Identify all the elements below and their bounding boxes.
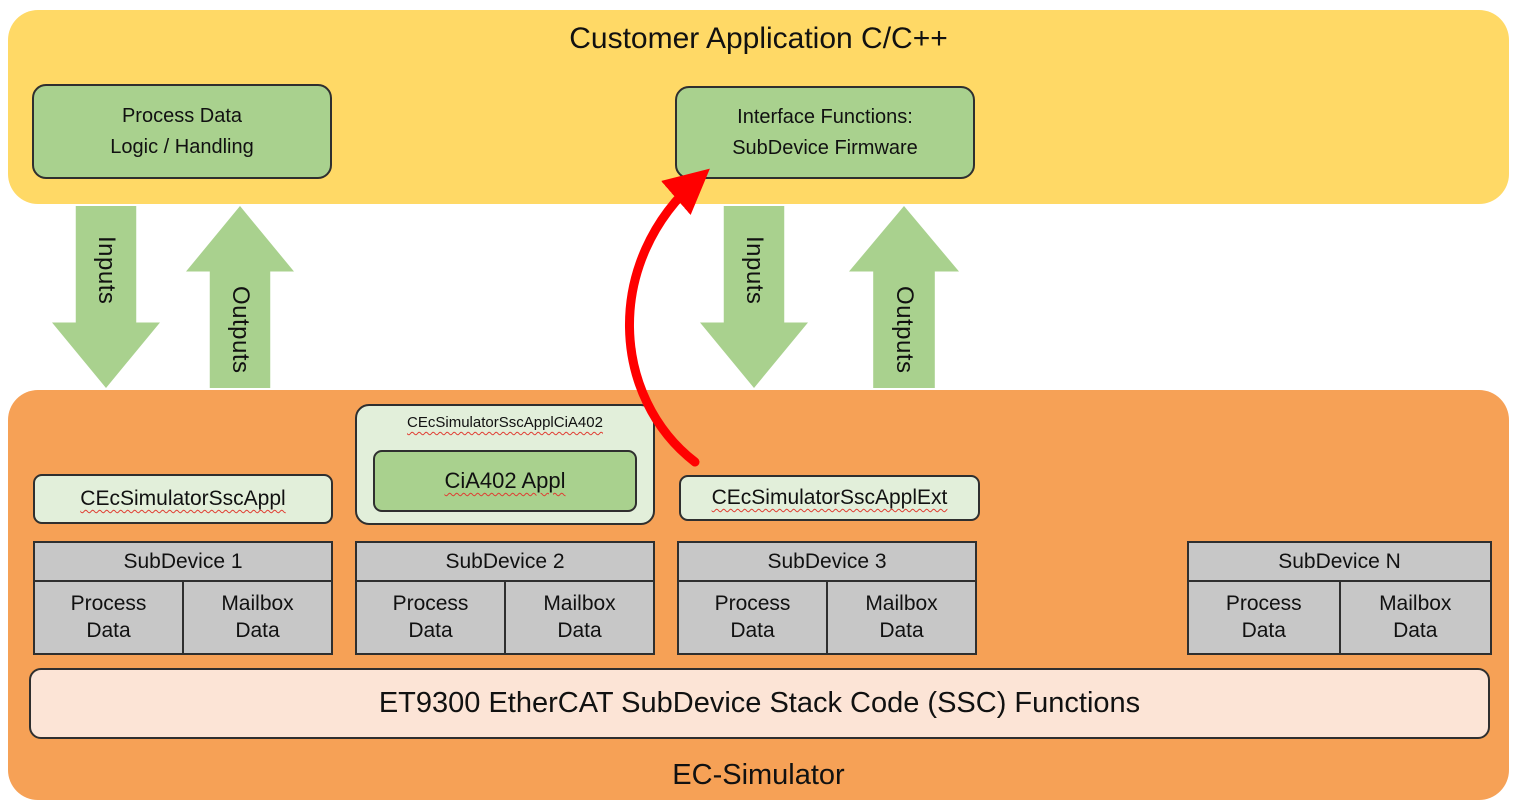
ssc-functions-label: ET9300 EtherCAT SubDevice Stack Code (SS… bbox=[378, 687, 1141, 719]
cecsimulatorsscappl-label: CEcSimulatorSscAppl bbox=[80, 487, 286, 510]
inputs-arrow-left: Inputs bbox=[52, 206, 160, 388]
outputs-arrow-right-label: Outputs bbox=[891, 286, 918, 374]
cia402-container-box: CEcSimulatorSscApplCiA402 CiA402 Appl bbox=[355, 404, 655, 525]
outputs-arrow-left-label: Outputs bbox=[227, 286, 254, 374]
subdevice-n-table: SubDevice N Process Data Mailbox Data bbox=[1187, 541, 1492, 655]
inputs-arrow-right-label: Inputs bbox=[741, 236, 768, 305]
customer-application-layer: Customer Application C/C++ Process Data … bbox=[8, 10, 1509, 204]
subdevice-n-mailbox-data-cell: Mailbox Data bbox=[1338, 582, 1491, 653]
ec-simulator-layer: CEcSimulatorSscAppl CEcSimulatorSscApplC… bbox=[8, 390, 1509, 800]
subdevice-1-title: SubDevice 1 bbox=[35, 543, 331, 582]
subdevice-1-mailbox-data-cell: Mailbox Data bbox=[182, 582, 331, 653]
interface-functions-box: Interface Functions: SubDevice Firmware bbox=[675, 86, 975, 179]
process-data-logic-line2: Logic / Handling bbox=[110, 135, 254, 158]
interface-functions-line2: SubDevice Firmware bbox=[732, 136, 918, 159]
cecsimulatorsscappl-box: CEcSimulatorSscAppl bbox=[33, 474, 333, 524]
process-data-logic-line1: Process Data bbox=[121, 104, 243, 127]
outputs-arrow-left: Outputs bbox=[186, 206, 294, 388]
interface-functions-line1: Interface Functions: bbox=[737, 105, 913, 128]
subdevice-3-mailbox-data-cell: Mailbox Data bbox=[826, 582, 975, 653]
subdevice-1-process-data-cell: Process Data bbox=[70, 592, 147, 642]
inputs-arrow-left-label: Inputs bbox=[93, 236, 120, 305]
cecsimulatorsscapplext-label: CEcSimulatorSscApplExt bbox=[711, 486, 948, 509]
subdevice-2-mailbox-data-cell: Mailbox Data bbox=[504, 582, 653, 653]
customer-application-title: Customer Application C/C++ bbox=[569, 22, 948, 55]
subdevice-n-title: SubDevice N bbox=[1189, 543, 1490, 582]
cia402-appl-label: CiA402 Appl bbox=[444, 468, 566, 493]
subdevice-1-table: SubDevice 1 Process Data Mailbox Data bbox=[33, 541, 333, 655]
process-data-logic-box: Process Data Logic / Handling bbox=[32, 84, 332, 179]
subdevice-n-process-data-cell: Process Data bbox=[1225, 592, 1302, 642]
subdevice-2-table: SubDevice 2 Process Data Mailbox Data bbox=[355, 541, 655, 655]
cia402-container-label: CEcSimulatorSscApplCiA402 bbox=[407, 414, 603, 431]
outputs-arrow-right: Outputs bbox=[849, 206, 959, 388]
cecsimulatorsscapplext-box: CEcSimulatorSscApplExt bbox=[679, 475, 980, 521]
subdevice-3-title: SubDevice 3 bbox=[679, 543, 975, 582]
subdevice-3-process-data-cell: Process Data bbox=[714, 592, 791, 642]
subdevice-3-table: SubDevice 3 Process Data Mailbox Data bbox=[677, 541, 977, 655]
cia402-appl-box: CiA402 Appl bbox=[373, 450, 637, 512]
ec-simulator-label: EC-Simulator bbox=[672, 759, 845, 791]
subdevice-2-title: SubDevice 2 bbox=[357, 543, 653, 582]
ssc-functions-bar: ET9300 EtherCAT SubDevice Stack Code (SS… bbox=[29, 668, 1490, 739]
inputs-arrow-right: Inputs bbox=[700, 206, 808, 388]
subdevice-2-process-data-cell: Process Data bbox=[392, 592, 469, 642]
